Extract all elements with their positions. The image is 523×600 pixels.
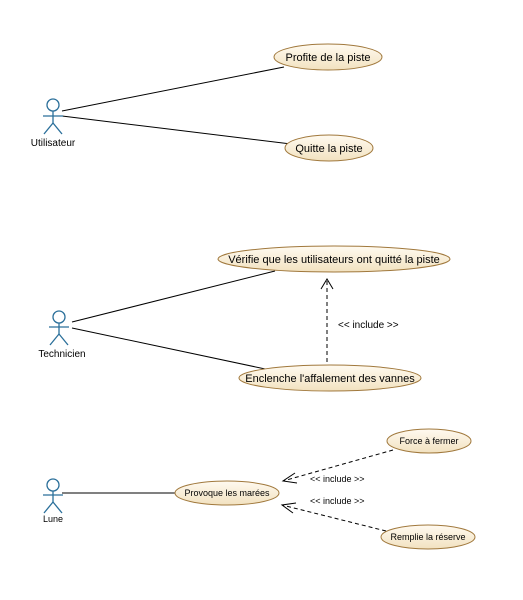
actor-stick-figure-icon (43, 98, 63, 135)
include-provoque-force-line (282, 449, 394, 482)
associations (61, 66, 292, 494)
usecase-ellipse[interactable] (238, 364, 422, 392)
include-provoque-remplie-line (281, 504, 387, 532)
association-utilisateur-profite (61, 66, 285, 112)
association-utilisateur-quitte (61, 115, 292, 145)
actor-label: Technicien (38, 349, 85, 360)
usecase-profite[interactable]: Profite de la piste (273, 43, 383, 71)
usecase-label: Vérifie que les utilisateurs ont quitté … (228, 254, 440, 266)
actor-stick-figure-icon (49, 310, 69, 346)
include-label: << include >> (310, 496, 365, 506)
usecase-verifie[interactable]: Vérifie que les utilisateurs ont quitté … (217, 245, 451, 273)
usecase-ellipse[interactable] (380, 524, 476, 550)
actor-label: Utilisateur (31, 138, 76, 149)
usecase-ellipse[interactable] (273, 43, 383, 71)
actor-stick-figure-icon (43, 478, 63, 514)
usecase-label: Force à fermer (399, 436, 458, 446)
usecase-label: Remplie la réserve (390, 532, 465, 542)
usecase-enclenche[interactable]: Enclenche l'affalement des vannes (238, 364, 422, 392)
usecase-ellipse[interactable] (386, 428, 472, 454)
usecase-label: Profite de la piste (286, 52, 371, 64)
actor-label: Lune (43, 514, 63, 524)
include-arrowhead (281, 472, 298, 484)
usecase-ellipse[interactable] (174, 480, 280, 506)
actor-lune[interactable]: Lune (43, 478, 63, 524)
actor-technicien[interactable]: Technicien (38, 310, 86, 360)
include-arrowhead (320, 278, 334, 290)
usecase-remplie[interactable]: Remplie la réserve (380, 524, 476, 550)
include-label: << include >> (338, 320, 399, 331)
usecase-provoque[interactable]: Provoque les marées (174, 480, 280, 506)
usecase-quitte[interactable]: Quitte la piste (284, 134, 374, 162)
association-technicien-enclenche (71, 327, 271, 371)
include-dependencies: << include >> << include >> << include >… (280, 278, 399, 532)
actor-utilisateur[interactable]: Utilisateur (31, 98, 76, 149)
include-arrowhead (280, 502, 297, 514)
usecase-label: Provoque les marées (184, 488, 270, 498)
usecase-ellipse[interactable] (284, 134, 374, 162)
include-label: << include >> (310, 474, 365, 484)
usecase-label: Enclenche l'affalement des vannes (245, 373, 415, 385)
usecase-label: Quitte la piste (295, 143, 362, 155)
association-technicien-verifie (71, 270, 276, 323)
usecase-force[interactable]: Force à fermer (386, 428, 472, 454)
usecase-ellipse[interactable] (217, 245, 451, 273)
